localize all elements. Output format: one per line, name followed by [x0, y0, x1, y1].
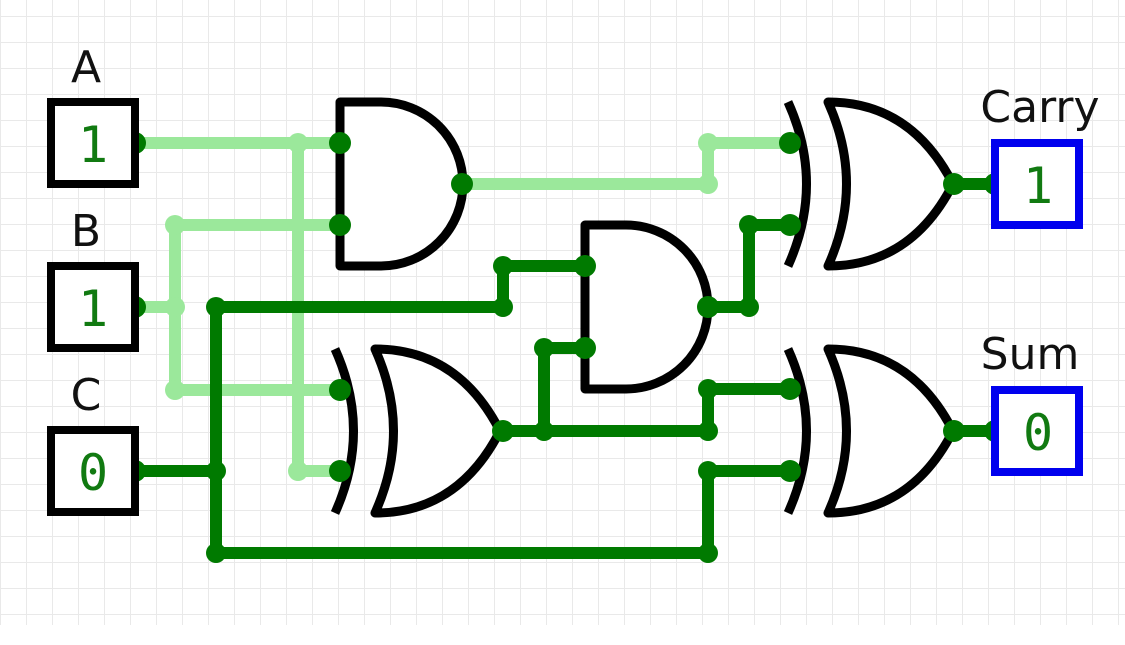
input-pin-b[interactable]: B 1 — [47, 206, 139, 352]
input-label-c: C — [71, 370, 102, 421]
junction-dot — [739, 297, 759, 317]
input-label-a: A — [71, 42, 101, 93]
wire-c-to-and2[interactable] — [210, 260, 591, 313]
input-value-a: 1 — [78, 116, 108, 174]
junction-dot — [698, 421, 718, 441]
output-box-carry[interactable] — [991, 139, 1083, 229]
junction-dot — [698, 461, 718, 481]
junction-dot — [534, 421, 554, 441]
output-label-sum: Sum — [981, 329, 1080, 380]
pin-dot[interactable] — [779, 132, 801, 154]
output-value-sum: 0 — [1023, 404, 1053, 462]
pin-dot[interactable] — [329, 460, 351, 482]
pin-dot[interactable] — [779, 460, 801, 482]
junction-dot — [698, 379, 718, 399]
pin-dot[interactable] — [329, 132, 351, 154]
output-pin-sum[interactable]: Sum 0 — [981, 329, 1083, 476]
wire-xor1-to-and2[interactable] — [538, 342, 591, 437]
junctions-dim — [165, 133, 718, 481]
pin-dot[interactable] — [943, 420, 965, 442]
junction-dot — [698, 133, 718, 153]
pin-dot[interactable] — [697, 296, 719, 318]
input-pin-a[interactable]: A 1 — [47, 42, 139, 188]
junction-dot — [165, 215, 185, 235]
wire-and1-to-carry[interactable] — [456, 137, 796, 190]
junction-dot — [739, 215, 759, 235]
input-box-b[interactable] — [47, 262, 139, 352]
wire-b-to-and1[interactable] — [129, 219, 346, 313]
pin-dot[interactable] — [943, 173, 965, 195]
junction-dot — [534, 338, 554, 358]
output-label-carry: Carry — [980, 82, 1099, 133]
input-pin-c[interactable]: C 0 — [47, 370, 139, 516]
wire-and2-to-carry[interactable] — [702, 219, 796, 313]
and-gate-1[interactable] — [335, 97, 468, 271]
pin-dot[interactable] — [451, 173, 473, 195]
junction-dot — [206, 461, 226, 481]
junction-dot — [288, 461, 308, 481]
gates — [330, 97, 958, 518]
xor-gate-carry[interactable] — [783, 97, 958, 271]
wire-xor1-out[interactable] — [497, 383, 796, 437]
input-label-b: B — [71, 206, 101, 257]
junction-dot — [493, 297, 513, 317]
junction-dot — [493, 256, 513, 276]
input-value-b: 1 — [78, 280, 108, 338]
pin-dot[interactable] — [492, 420, 514, 442]
junction-dot — [165, 297, 185, 317]
pin-dot[interactable] — [779, 378, 801, 400]
xor-gate-1[interactable] — [330, 344, 505, 518]
xor-gate-sum[interactable] — [783, 344, 958, 518]
input-box-c[interactable] — [47, 426, 139, 516]
bottom-margin — [0, 625, 1125, 645]
output-pins: Carry 1 Sum 0 — [980, 82, 1100, 476]
input-box-a[interactable] — [47, 98, 139, 188]
pin-dot[interactable] — [574, 255, 596, 277]
junction-dot — [165, 380, 185, 400]
pin-dot[interactable] — [779, 214, 801, 236]
pin-dot[interactable] — [329, 379, 351, 401]
junction-dot — [206, 297, 226, 317]
junction-dot — [698, 174, 718, 194]
pin-dot[interactable] — [574, 337, 596, 359]
output-pin-carry[interactable]: Carry 1 — [980, 82, 1100, 229]
junction-dot — [698, 543, 718, 563]
output-value-carry: 1 — [1023, 157, 1053, 215]
input-pins: A 1 B 1 C 0 — [47, 42, 139, 516]
junction-dot — [288, 133, 308, 153]
junction-dot — [206, 543, 226, 563]
and-gate-2[interactable] — [580, 220, 713, 394]
pin-dot[interactable] — [329, 214, 351, 236]
output-box-sum[interactable] — [991, 386, 1083, 476]
input-value-c: 0 — [78, 444, 108, 502]
